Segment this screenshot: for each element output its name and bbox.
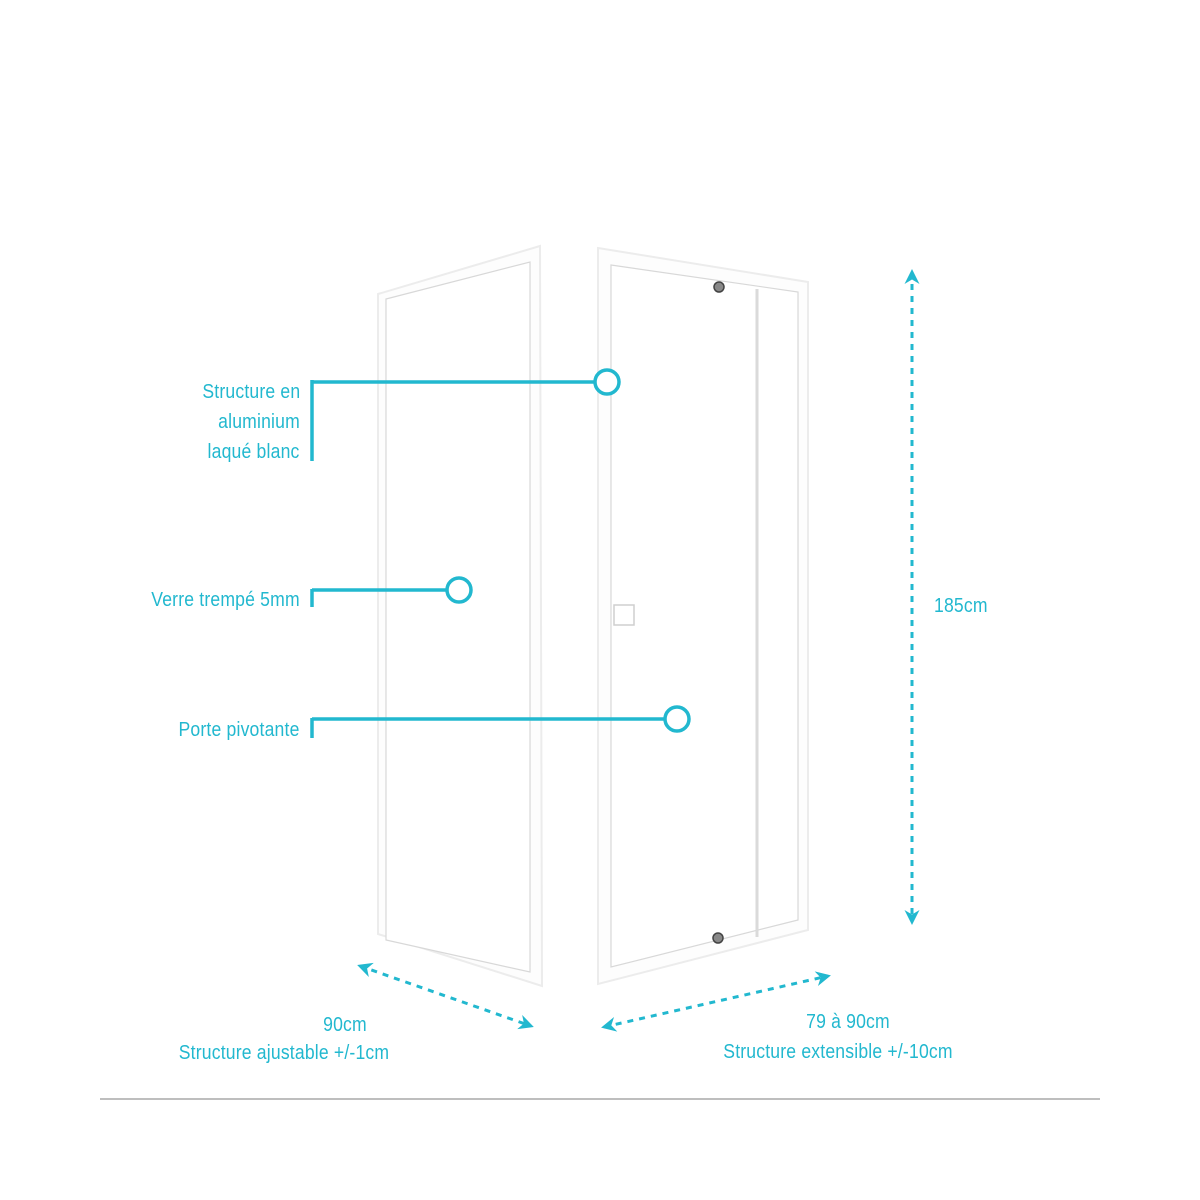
- callout-structure-line3: laqué blanc: [208, 441, 300, 463]
- fixed-side-panel: [377, 244, 544, 988]
- callout-door: Porte pivotante: [178, 719, 300, 741]
- callout-glass: Verre trempé 5mm: [151, 589, 300, 611]
- callout-structure-line1: Structure en: [202, 381, 300, 403]
- left-width-note: Structure ajustable +/-1cm: [178, 1042, 390, 1064]
- right-width-label: 79 à 90cm: [806, 1011, 890, 1033]
- top-hinge-icon: [713, 281, 725, 293]
- right-width-dimension-arrow: [601, 971, 831, 1032]
- callout-marker-glass: [445, 576, 473, 604]
- height-label: 185cm: [934, 595, 988, 617]
- left-width-label: 90cm: [323, 1014, 367, 1036]
- bottom-hinge-icon: [712, 932, 724, 944]
- callout-marker-structure: [593, 368, 621, 396]
- door-handle-icon: [613, 604, 635, 626]
- right-width-note: Structure extensible +/-10cm: [723, 1041, 953, 1063]
- pivot-door-panel: [597, 246, 809, 986]
- callout-structure-line2: aluminium: [218, 411, 300, 433]
- callout-marker-door: [663, 705, 691, 733]
